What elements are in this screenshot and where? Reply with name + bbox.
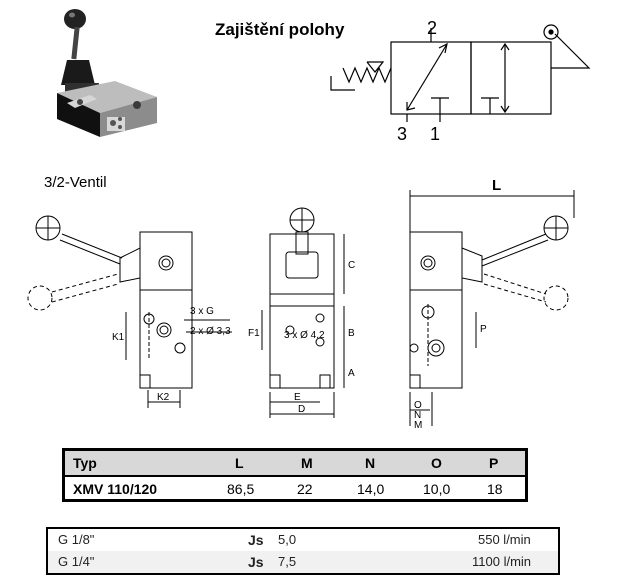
technical-drawing: L 3 x G 2 x Ø 3,3 3 x Ø 4,2 K1 K2 F1 E D… bbox=[27, 177, 575, 431]
label-threads: 3 x G bbox=[190, 306, 214, 317]
flow-rate: 1100 l/min bbox=[472, 554, 532, 569]
dim-label-m: M bbox=[414, 420, 422, 431]
dim-label-l: L bbox=[492, 177, 501, 194]
dimension-table: Typ L M N O P XMV 110/120 86,5 22 14,0 1… bbox=[62, 448, 528, 502]
port-label-1: 1 bbox=[430, 124, 440, 144]
cell-l: 86,5 bbox=[227, 481, 255, 497]
dimension-table-header: Typ L M N O P bbox=[65, 451, 525, 477]
drawing-subtitle: 3/2-Ventil bbox=[44, 174, 107, 191]
dim-label-f1: F1 bbox=[248, 328, 260, 339]
flow-table: G 1/8" Js 5,0 550 l/min G 1/4" Js 7,5 11… bbox=[46, 527, 560, 575]
thread-size: G 1/8" bbox=[58, 532, 95, 547]
port-label-2: 2 bbox=[427, 18, 437, 38]
js-value: 5,0 bbox=[278, 532, 297, 547]
js-value: 7,5 bbox=[278, 554, 297, 569]
dim-label-n: N bbox=[414, 410, 421, 421]
dim-label-c: C bbox=[348, 260, 355, 271]
header-p: P bbox=[489, 455, 499, 471]
dim-label-b: B bbox=[348, 328, 355, 339]
header-typ: Typ bbox=[73, 455, 97, 471]
dim-label-e: E bbox=[294, 392, 301, 403]
header-o: O bbox=[431, 455, 442, 471]
valve-symbol: 2 3 1 bbox=[330, 18, 591, 144]
dim-label-a: A bbox=[348, 368, 355, 379]
dim-label-o: O bbox=[414, 400, 422, 411]
dim-label-k1: K1 bbox=[112, 332, 125, 343]
table-row: G 1/4" Js 7,5 1100 l/min bbox=[48, 551, 558, 573]
js-label: Js bbox=[248, 554, 264, 570]
thread-size: G 1/4" bbox=[58, 554, 95, 569]
table-row: XMV 110/120 86,5 22 14,0 10,0 18 bbox=[65, 477, 525, 501]
label-holes-front: 3 x Ø 4,2 bbox=[284, 330, 325, 341]
cell-m: 22 bbox=[297, 481, 313, 497]
flow-rate: 550 l/min bbox=[478, 532, 531, 547]
table-row: G 1/8" Js 5,0 550 l/min bbox=[48, 529, 558, 552]
header-n: N bbox=[365, 455, 376, 471]
port-label-3: 3 bbox=[397, 124, 407, 144]
cell-n: 14,0 bbox=[357, 481, 385, 497]
dim-label-k2: K2 bbox=[157, 392, 170, 403]
cell-typ: XMV 110/120 bbox=[73, 481, 158, 497]
page-title: Zajištění polohy bbox=[215, 20, 345, 39]
cell-o: 10,0 bbox=[423, 481, 451, 497]
label-holes: 2 x Ø 3,3 bbox=[190, 326, 231, 337]
dim-label-p: P bbox=[480, 324, 487, 335]
header-m: M bbox=[301, 455, 313, 471]
dim-label-d: D bbox=[298, 404, 305, 415]
cell-p: 18 bbox=[487, 481, 503, 497]
product-photo bbox=[57, 9, 157, 137]
js-label: Js bbox=[248, 532, 264, 548]
header-l: L bbox=[235, 455, 244, 471]
